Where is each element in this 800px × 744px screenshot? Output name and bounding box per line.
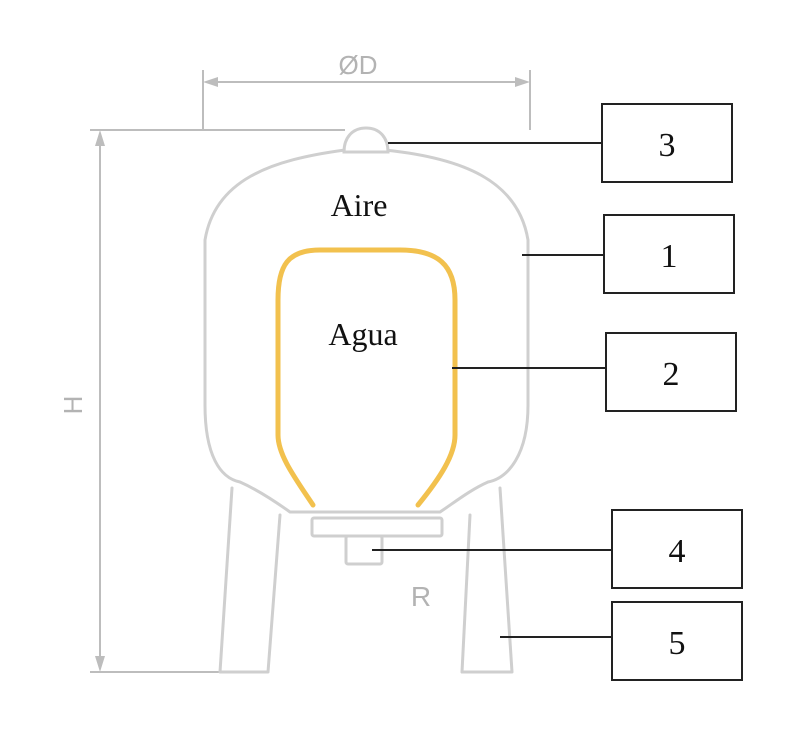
tank-shell bbox=[203, 148, 530, 514]
callout-legs: 5 bbox=[611, 601, 743, 681]
membrane bbox=[275, 247, 458, 508]
callout-outlet: 4 bbox=[611, 509, 743, 589]
callout-membrane: 2 bbox=[605, 332, 737, 412]
height-dimension bbox=[90, 129, 345, 673]
callout-shell: 1 bbox=[603, 214, 735, 294]
callout-outlet-number: 4 bbox=[669, 533, 686, 570]
leader-lines bbox=[372, 142, 612, 638]
height-label: H bbox=[58, 396, 88, 415]
tank-legs bbox=[218, 486, 514, 674]
callout-legs-number: 5 bbox=[669, 625, 686, 662]
callout-shell-number: 1 bbox=[661, 238, 678, 275]
diameter-dimension bbox=[202, 70, 531, 130]
air-region-label: Aire bbox=[331, 187, 388, 223]
water-region-label: Agua bbox=[328, 316, 397, 352]
top-valve bbox=[342, 126, 390, 154]
connection-label: R bbox=[411, 581, 431, 612]
diameter-label: ØD bbox=[339, 50, 378, 80]
callout-membrane-number: 2 bbox=[663, 356, 680, 393]
callout-valve-number: 3 bbox=[659, 127, 676, 164]
callout-valve: 3 bbox=[601, 103, 733, 183]
bottom-flange bbox=[310, 516, 444, 566]
